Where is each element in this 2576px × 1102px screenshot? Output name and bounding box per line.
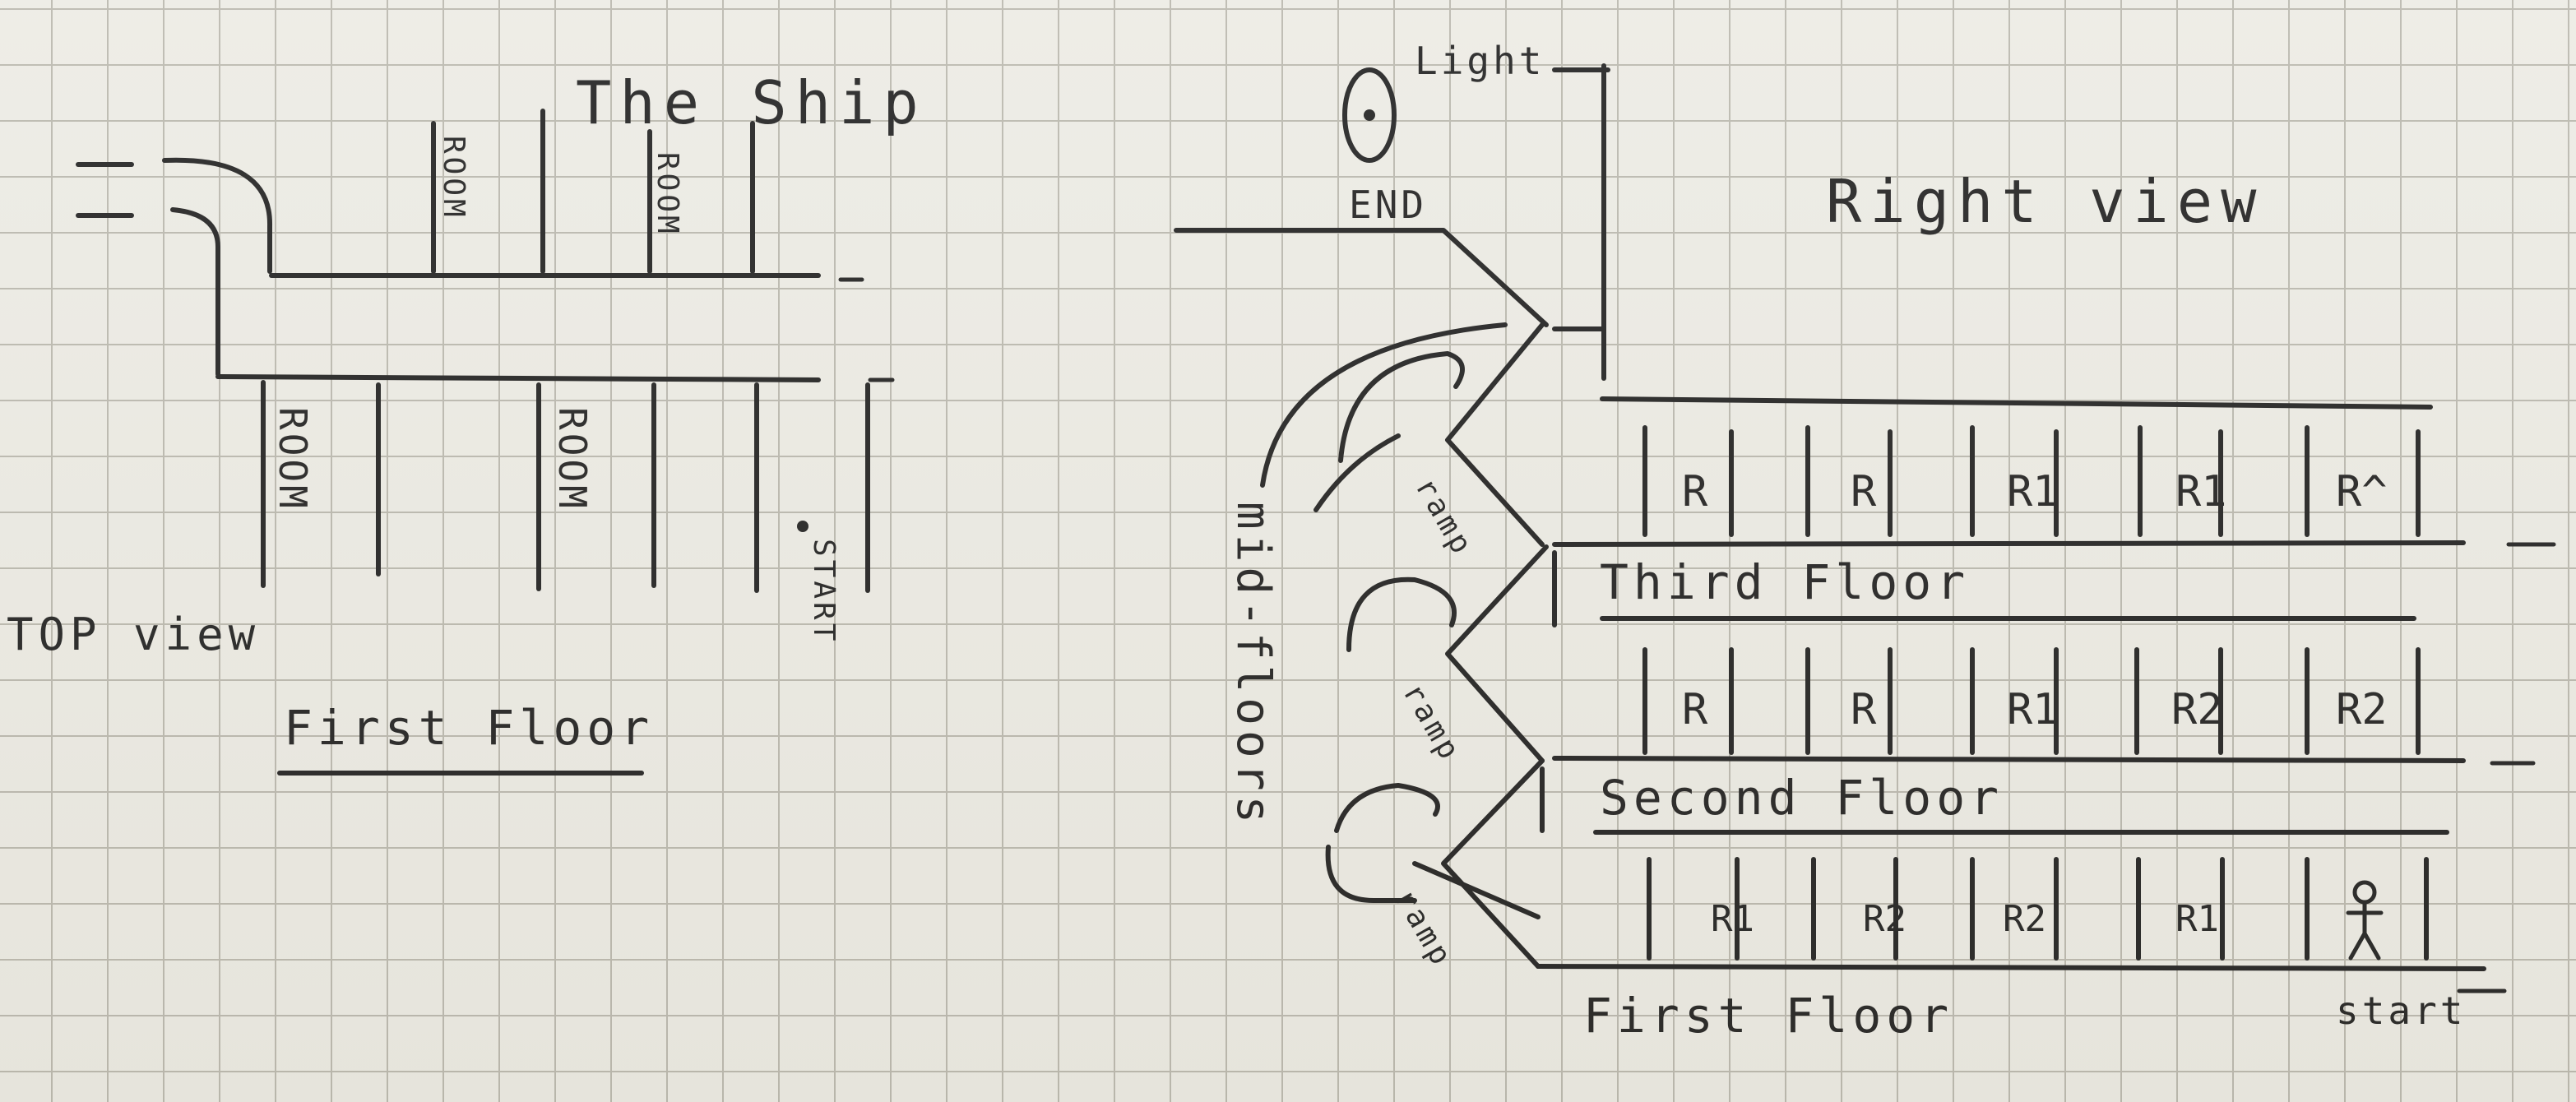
top-view-label: TOP view [7, 609, 260, 660]
corridor-inner-curve [170, 207, 220, 377]
top-view: The Ship ROOM ROOM ROOM ROOM START TOP [7, 68, 927, 776]
end-label: END [1349, 183, 1427, 227]
room-label: R2 [2171, 685, 2223, 734]
ramp-middle [1445, 544, 1549, 763]
second-floor-label: Second Floor [1600, 770, 2004, 826]
mid-floor-loop [1260, 322, 1508, 488]
light-label: Light [1415, 39, 1545, 83]
mid-floor-loop [1313, 433, 1401, 512]
ramp-lower [1441, 758, 1545, 969]
right-view: Right view Light END [1174, 39, 2556, 1044]
room-label: ROOM [271, 407, 315, 512]
room-label: R1 [2175, 467, 2227, 516]
mid-floor-loop [1338, 351, 1465, 463]
first-floor-rooms: R1 R2 R2 R1 [1647, 857, 2429, 961]
room-label: R [1851, 467, 1877, 516]
room-label: R2 [1863, 898, 1907, 940]
room-label: R1 [2007, 685, 2059, 734]
ship-title: The Ship [576, 68, 927, 137]
start-label: start [2336, 989, 2466, 1033]
ramp-label: ramp [1408, 472, 1480, 562]
mid-floor-loop [1334, 783, 1440, 833]
room-label: R [1682, 467, 1708, 516]
first-floor-deck [1536, 964, 2486, 971]
light-icon [1342, 67, 1397, 163]
ramp-upper [1445, 322, 1545, 547]
floor-caption: First Floor [284, 700, 654, 756]
mid-floor-loop [1325, 845, 1417, 903]
mid-floors-label: mid-floors [1226, 502, 1280, 828]
room-label: R1 [2175, 898, 2219, 940]
room-label: ROOM [550, 407, 595, 512]
person-figure [2346, 880, 2384, 961]
ramp-label: ramp [1388, 883, 1459, 973]
mid-floor-loop [1346, 576, 1457, 652]
room-label: R [1682, 685, 1708, 734]
room-label: R2 [2336, 685, 2388, 734]
corridor-outer-curve [162, 157, 273, 274]
room-label: R2 [2003, 898, 2046, 940]
second-floor-deck [1552, 756, 2466, 763]
third-floor-deck [1552, 540, 2466, 547]
room-label: ROOM [437, 136, 470, 220]
ramp-label: ramp [1396, 678, 1467, 767]
light-icon-dot [1364, 109, 1375, 121]
second-floor-rooms: R R R1 R2 R2 [1642, 647, 2421, 755]
corridor-lower-wall [215, 374, 821, 382]
room-label: ROOM [651, 152, 684, 237]
end-deck [1174, 228, 1549, 327]
room-label: R1 [1711, 898, 1754, 940]
room-label: R1 [2007, 467, 2059, 516]
third-floor-rooms: R R R1 R1 R^ [1642, 425, 2421, 537]
hull-top-line [1600, 396, 2433, 410]
room-label: R [1851, 685, 1877, 734]
right-view-title: Right view [1826, 167, 2264, 236]
third-floor-label: Third Floor [1600, 554, 1970, 610]
first-floor-label: First Floor [1583, 988, 1953, 1044]
start-dot [797, 521, 808, 532]
room-label: R^ [2336, 467, 2388, 516]
start-label: START [807, 539, 841, 644]
mid-floor-loop [1412, 861, 1541, 919]
